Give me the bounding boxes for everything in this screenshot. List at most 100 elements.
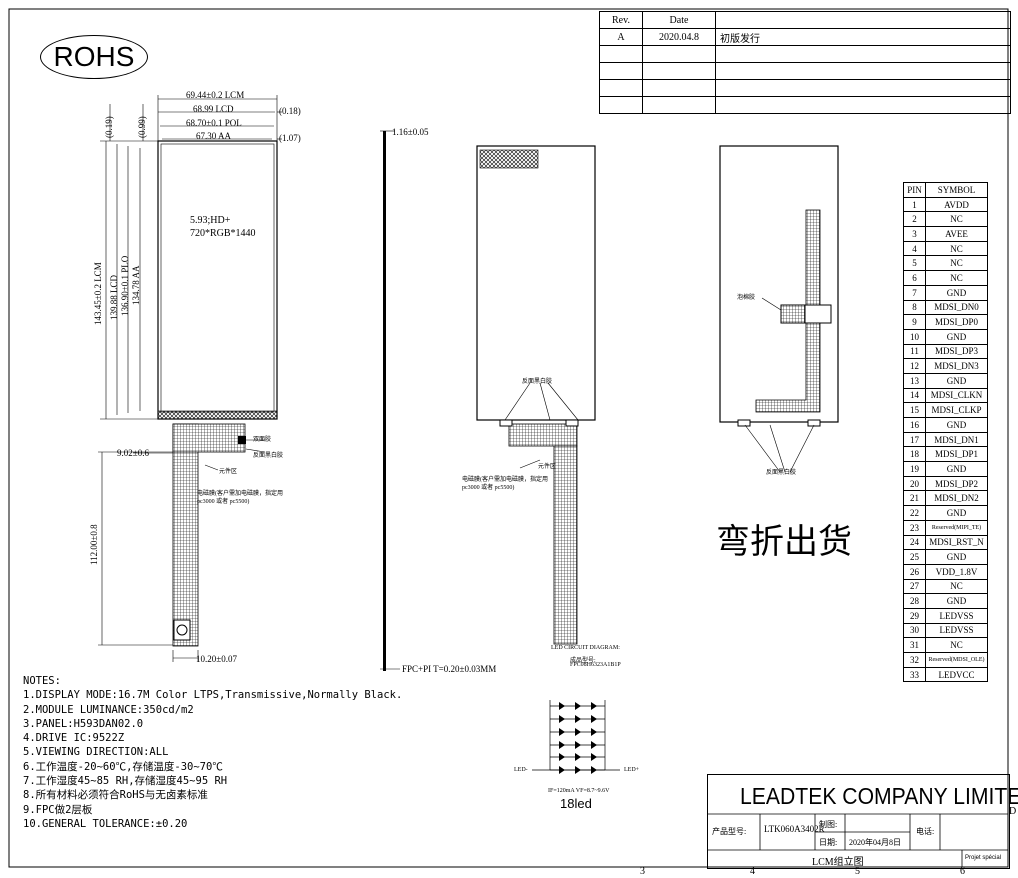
pin-symbol: LEDVCC — [925, 666, 988, 683]
rev-header: Rev. — [599, 11, 643, 29]
col-marker: 4 — [750, 866, 755, 877]
back-label-fpc-no: FPC08H6323A1B1P — [570, 662, 621, 668]
pin-number: 22 — [903, 505, 926, 521]
title-block — [707, 774, 1010, 869]
dim-plo-height: 136.90±0.1 PLO — [120, 255, 130, 316]
pin-symbol: MDSI_DP2 — [925, 475, 988, 492]
back-label-led-diagram: LED CIRCUIT DIAGRAM: — [551, 645, 620, 651]
col-marker: 6 — [960, 866, 965, 877]
pin-symbol: LEDVSS — [925, 607, 988, 624]
rev-cell — [599, 96, 643, 114]
col-marker: 5 — [855, 866, 860, 877]
product-label: 产品型号: — [712, 827, 747, 836]
pin-number: 27 — [903, 578, 926, 595]
desc-cell: 初版发行 — [715, 28, 1011, 46]
dim-fpc-length: 112.00±0.8 — [89, 524, 99, 565]
pin-symbol: GND — [925, 593, 988, 609]
desc-cell — [715, 96, 1011, 114]
pin-number: 25 — [903, 549, 926, 565]
pin-symbol: GND — [925, 549, 988, 565]
bent-label-foam: 泡棉胶 — [737, 295, 756, 301]
pin-symbol: MDSI_DN1 — [925, 431, 988, 448]
note-item: 7.工作湿度45~85 RH,存储湿度45~95 RH — [23, 775, 228, 788]
label-component-area: 元件区 — [219, 469, 238, 475]
date-cell — [642, 45, 716, 63]
pin-symbol: MDSI_DP1 — [925, 446, 988, 463]
pin-number: 3 — [903, 226, 926, 242]
date-cell — [642, 79, 716, 97]
pin-number: 24 — [903, 534, 926, 551]
dim-thickness: 1.16±0.05 — [392, 127, 429, 137]
pin-symbol: GND — [925, 372, 988, 389]
pin-number: 8 — [903, 299, 926, 316]
table-row — [599, 79, 1011, 97]
note-item: 8.所有材料必须符合RoHS与无卤素标准 — [23, 789, 208, 802]
dim-pol-width: 68.70±0.1 POL — [186, 118, 242, 128]
made-label: 制图: — [819, 820, 838, 829]
pin-number: 2 — [903, 211, 926, 228]
pin-number: 17 — [903, 431, 926, 448]
back-label-emi-film: 电磁膜(客户需加电磁膜，指定用 — [462, 477, 548, 483]
note-item: 1.DISPLAY MODE:16.7M Color LTPS,Transmis… — [23, 689, 403, 702]
rev-cell — [599, 79, 643, 97]
pin-symbol: GND — [925, 284, 988, 301]
pin-symbol: Reserved(MDSI_OLE) — [925, 652, 988, 668]
pin-symbol: MDSI_CLKN — [925, 387, 988, 404]
dim-fpc-offset: 9.02±0.6 — [117, 448, 149, 458]
pin-number: 15 — [903, 402, 926, 418]
pin-symbol: LEDVSS — [925, 622, 988, 639]
label-emi-film: 电磁膜(客户需加电磁膜，指定用 — [197, 491, 283, 497]
pin-symbol: AVEE — [925, 226, 988, 242]
rev-cell: A — [599, 28, 643, 46]
pin-number: 16 — [903, 417, 926, 433]
dim-019: (0.19) — [104, 116, 114, 138]
product-number: LTK060A3402R — [764, 824, 825, 834]
drawing-name: LCM组立图 — [812, 857, 864, 868]
pin-symbol: NC — [925, 270, 988, 286]
pin-symbol: NC — [925, 211, 988, 228]
desc-cell — [715, 79, 1011, 97]
symbol-header: SYMBOL — [925, 182, 988, 198]
table-row: A 2020.04.8 初版发行 — [599, 28, 1011, 46]
rev-cell — [599, 45, 643, 63]
note-item: 10.GENERAL TOLERANCE:±0.20 — [23, 817, 188, 830]
label-double-tape: 双面胶 — [253, 437, 272, 443]
pin-symbol: MDSI_CLKP — [925, 402, 988, 418]
revision-table: Rev. Date A 2020.04.8 初版发行 — [599, 11, 1011, 114]
date-header: Date — [642, 11, 716, 29]
back-label-emi-spec: pc3000 或者 pc5500) — [462, 485, 515, 491]
pin-number: 13 — [903, 372, 926, 389]
led-spec: IF=120mA VF=8.7~9.6V — [548, 788, 610, 794]
display-size: 5.93;HD+ — [190, 215, 231, 226]
pin-number: 6 — [903, 270, 926, 286]
pin-number: 23 — [903, 519, 926, 536]
note-item: 2.MODULE LUMINANCE:350cd/m2 — [23, 703, 194, 716]
pin-number: 1 — [903, 196, 926, 213]
pin-number: 14 — [903, 387, 926, 404]
pin-number: 11 — [903, 343, 926, 360]
row-marker: D — [1009, 806, 1017, 817]
revision-header-row: Rev. Date — [599, 11, 1011, 29]
pin-number: 32 — [903, 652, 926, 668]
led-minus-label: LED- — [514, 767, 528, 773]
table-row — [599, 45, 1011, 63]
